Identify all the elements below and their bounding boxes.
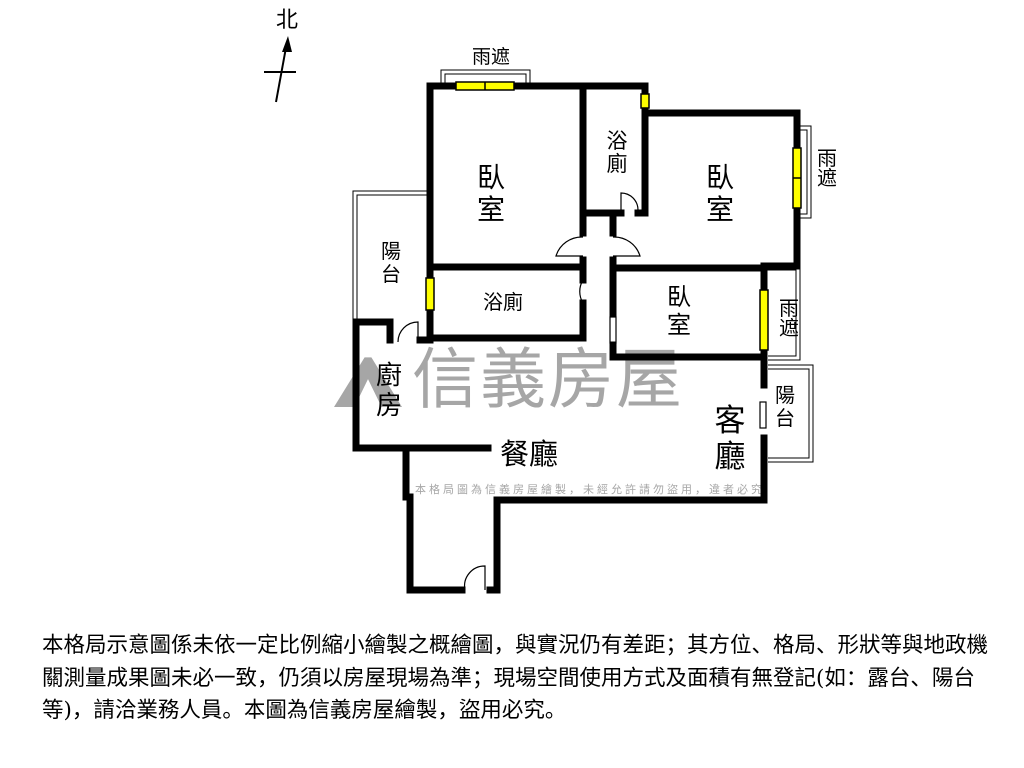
canopy-east-2-label: 雨遮: [779, 296, 799, 340]
balcony-east-label: 陽台: [775, 383, 795, 430]
watermark-notice: 本格局圖為信義房屋繪製，未經允許請勿盜用，違者必究: [415, 483, 765, 496]
bedroom-1-label: 臥室: [476, 161, 505, 227]
living-room-label: 客廳: [714, 403, 746, 475]
canopy-north-label: 雨遮: [471, 46, 510, 68]
windows: [425, 81, 802, 351]
compass-label: 北: [276, 8, 299, 33]
balcony-outlines: [352, 69, 814, 463]
bedroom-3-label: 臥室: [667, 283, 691, 339]
bathroom-2-label: 浴廁: [483, 290, 523, 314]
door-swings: [397, 192, 767, 591]
kitchen-label: 廚房: [375, 361, 402, 421]
bedroom-2-label: 臥室: [705, 161, 734, 227]
canopy-east-label: 雨遮: [817, 146, 837, 190]
disclaimer-text: 本格局示意圖係未依一定比例縮小繪製之概繪圖，與實況仍有差距；其方位、格局、形狀等…: [42, 633, 989, 723]
north-arrow-icon: [264, 36, 296, 103]
bathroom-1-label: 浴廁: [606, 129, 628, 177]
floor-plan: [264, 36, 814, 594]
balcony-west-label: 陽台: [381, 239, 401, 286]
dining-room-label: 餐廳: [500, 437, 559, 471]
